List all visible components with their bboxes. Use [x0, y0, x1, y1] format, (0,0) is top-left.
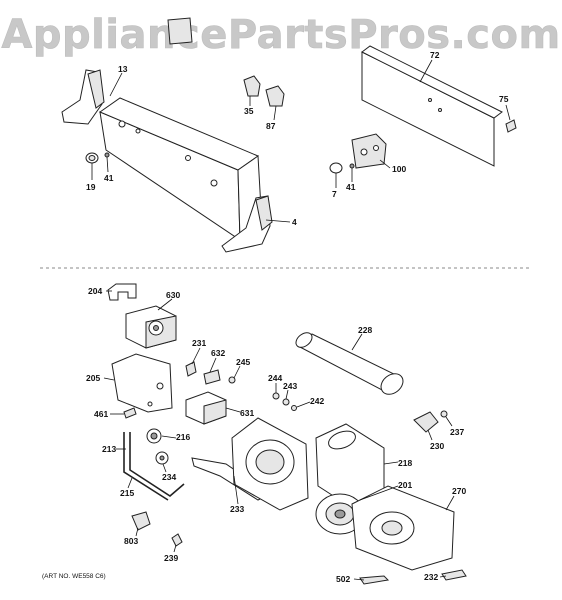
- sensor-230: [413, 411, 439, 433]
- switch-631: [185, 391, 227, 425]
- callout-75: 75: [499, 94, 509, 104]
- leader-lines: [91, 59, 511, 581]
- overlay-bracket: [167, 17, 193, 45]
- callout-270: 270: [452, 486, 466, 496]
- screw-461: [123, 407, 137, 419]
- callout-72: 72: [430, 50, 440, 60]
- callout-803: 803: [124, 536, 138, 546]
- callout-630: 630: [166, 290, 180, 300]
- art-number: (ART NO. WE558 C6): [42, 573, 106, 580]
- callout-215: 215: [120, 488, 134, 498]
- callout-237: 237: [450, 427, 464, 437]
- right-endcap: [221, 195, 273, 253]
- callout-239: 239: [164, 553, 178, 563]
- callout-87: 87: [266, 121, 276, 131]
- callout-461: 461: [94, 409, 108, 419]
- callout-244: 244: [268, 373, 282, 383]
- callout-233: 233: [230, 504, 244, 514]
- control-panel: [98, 97, 263, 241]
- callout-216: 216: [176, 432, 190, 442]
- callout-204: 204: [88, 286, 102, 296]
- callout-230: 230: [430, 441, 444, 451]
- washer-244: [272, 392, 280, 400]
- callout-231: 231: [192, 338, 206, 348]
- callout-41-left: 41: [104, 173, 114, 183]
- spring-41-right: [349, 163, 355, 169]
- clamp-803: [131, 511, 151, 531]
- nut-243: [282, 398, 290, 406]
- callout-13: 13: [118, 64, 128, 74]
- screw-75: [505, 119, 517, 133]
- screw-239: [171, 533, 183, 547]
- callout-242: 242: [310, 396, 324, 406]
- clip-204: [107, 283, 137, 301]
- screw-245: [228, 376, 236, 384]
- clip-87: [265, 85, 285, 107]
- callout-245: 245: [236, 357, 250, 367]
- screw-242: [291, 405, 297, 411]
- callout-631: 631: [240, 408, 254, 418]
- callout-243: 243: [283, 381, 297, 391]
- left-endcap: [61, 69, 105, 125]
- callout-502: 502: [336, 574, 350, 584]
- callout-4: 4: [292, 217, 297, 227]
- pulley-216: [146, 428, 162, 444]
- knob-19: [85, 152, 99, 164]
- timer-630: [125, 305, 177, 349]
- spring-41-left: [104, 152, 110, 158]
- motor-housing: [231, 417, 309, 511]
- callout-218: 218: [398, 458, 412, 468]
- callout-232: 232: [424, 572, 438, 582]
- callout-228: 228: [358, 325, 372, 335]
- callout-213: 213: [102, 444, 116, 454]
- callout-100: 100: [392, 164, 406, 174]
- callout-234: 234: [162, 472, 176, 482]
- screw-237: [440, 410, 448, 418]
- screw-231: [185, 361, 197, 377]
- watermark-text: AppliancePartsPros.com: [1, 12, 560, 58]
- duct-228: [295, 332, 404, 395]
- callout-7: 7: [332, 189, 337, 199]
- callout-205: 205: [86, 373, 100, 383]
- callout-19: 19: [86, 182, 96, 192]
- callout-201: 201: [398, 480, 412, 490]
- knob-7: [329, 162, 343, 174]
- idler-234: [155, 451, 169, 465]
- rear-panel-72: [361, 45, 503, 167]
- harness-215: [123, 432, 185, 501]
- screw-502: [359, 575, 390, 585]
- blower-cover-270: [351, 485, 455, 571]
- switch-100: [351, 133, 387, 169]
- clip-35: [243, 75, 261, 97]
- bracket-205: [111, 353, 173, 413]
- callout-632: 632: [211, 348, 225, 358]
- screw-232: [441, 569, 467, 581]
- callout-41-right: 41: [346, 182, 356, 192]
- callout-35: 35: [244, 106, 254, 116]
- plug-632: [203, 369, 221, 385]
